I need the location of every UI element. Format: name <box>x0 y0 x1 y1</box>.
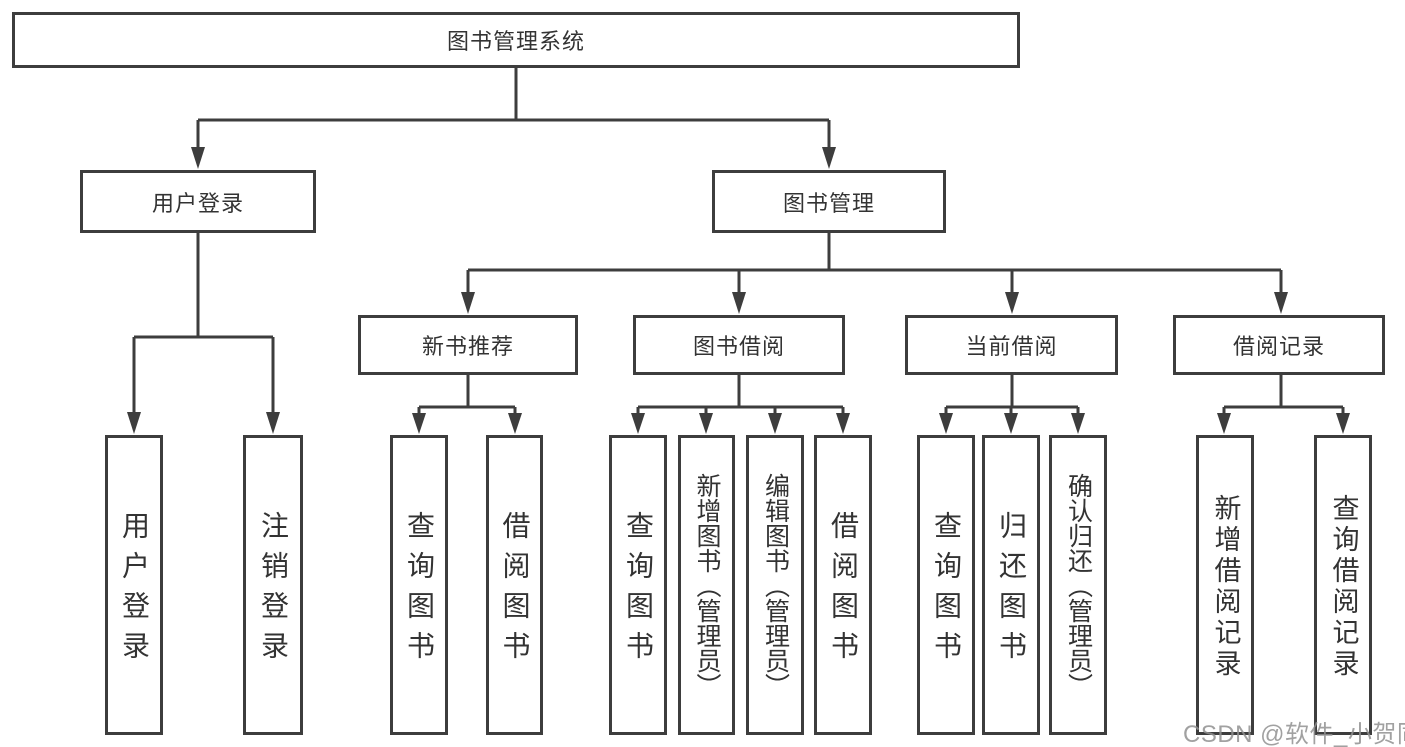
node-root-label: 图书管理系统 <box>446 29 585 54</box>
node-current-borrow-label: 当前借阅 <box>965 334 1058 359</box>
node-book-management-label: 图书管理 <box>782 190 875 216</box>
leaf-query-borrow-record: 查询借阅记录 <box>1314 435 1372 735</box>
leaf-add-borrow-record: 新增借阅记录 <box>1196 435 1254 735</box>
node-current-borrow: 当前借阅 <box>905 315 1118 375</box>
node-book-borrow: 图书借阅 <box>633 315 845 375</box>
node-user-login-label: 用户登录 <box>151 190 244 216</box>
node-root: 图书管理系统 <box>12 12 1020 68</box>
leaf-return-books: 归还图书 <box>982 435 1040 735</box>
node-book-management: 图书管理 <box>712 170 946 233</box>
leaf-query-books-current: 查询图书 <box>917 435 975 735</box>
node-new-book-recommend-label: 新书推荐 <box>421 334 514 359</box>
node-user-login: 用户登录 <box>80 170 316 233</box>
node-new-book-recommend: 新书推荐 <box>358 315 578 375</box>
arrowheads <box>127 147 1350 434</box>
leaf-query-books-recommend: 查询图书 <box>390 435 448 735</box>
leaf-add-book-admin: 新增图书（管理员） <box>678 435 735 735</box>
leaf-query-books-borrow: 查询图书 <box>609 435 667 735</box>
leaf-borrow-books: 借阅图书 <box>814 435 872 735</box>
watermark: CSDN @软件_小贺同学 <box>1183 721 1405 747</box>
leaf-borrow-books-recommend: 借阅图书 <box>486 435 543 735</box>
leaf-edit-book-admin: 编辑图书（管理员） <box>746 435 804 735</box>
node-borrow-records: 借阅记录 <box>1173 315 1385 375</box>
leaf-user-login: 用户登录 <box>105 435 163 735</box>
leaf-confirm-return-admin: 确认归还（管理员） <box>1049 435 1107 735</box>
node-borrow-records-label: 借阅记录 <box>1232 334 1325 359</box>
node-book-borrow-label: 图书借阅 <box>692 334 785 359</box>
leaf-logout: 注销登录 <box>243 435 303 735</box>
